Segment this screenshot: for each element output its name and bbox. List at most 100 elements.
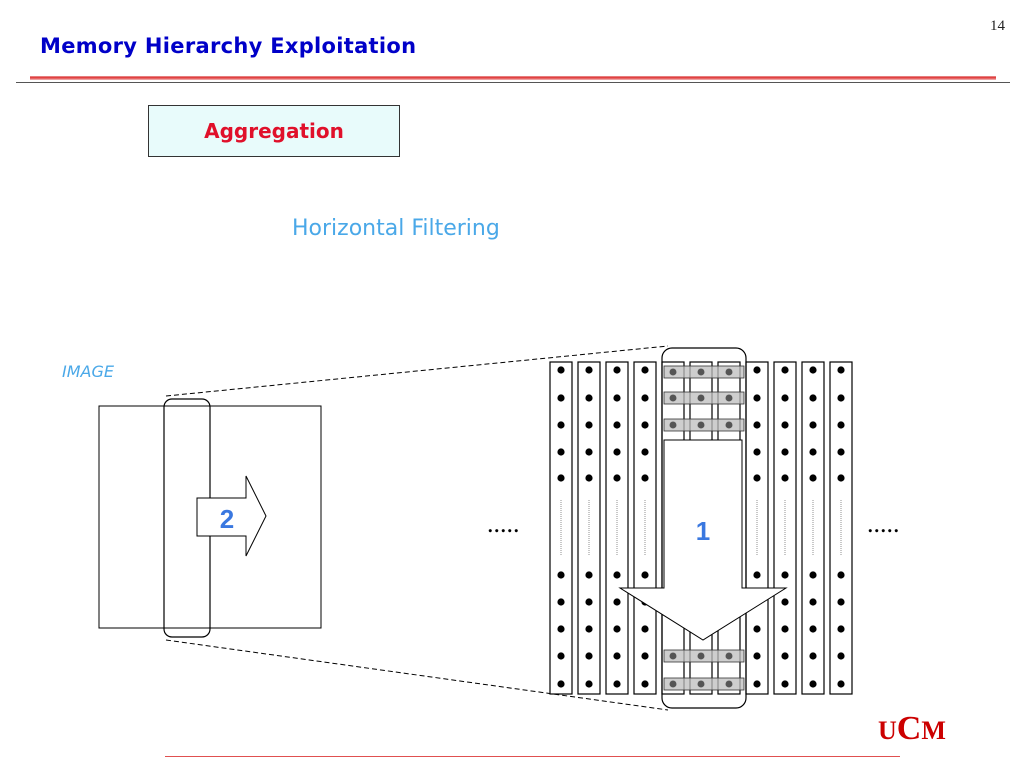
logo-letter-m: M xyxy=(921,716,946,745)
pixel-dot xyxy=(585,421,593,429)
ucm-logo: UCM xyxy=(878,710,946,748)
pixel-dot xyxy=(809,680,817,688)
pixel-dot xyxy=(753,394,761,402)
pixel-dot xyxy=(613,394,621,402)
pixel-dot xyxy=(781,421,789,429)
pixel-dot xyxy=(781,394,789,402)
pixel-dot xyxy=(781,366,789,374)
title-underline-red xyxy=(30,76,996,80)
pixel-dot xyxy=(837,394,845,402)
pixel-dot-selected xyxy=(725,394,733,402)
pixel-dot xyxy=(557,652,565,660)
image-label: IMAGE xyxy=(62,362,114,381)
pixel-dot xyxy=(613,474,621,482)
title-underline-dark xyxy=(16,82,1010,83)
pixel-dot xyxy=(557,421,565,429)
pixel-dot xyxy=(809,448,817,456)
pixel-dot xyxy=(809,571,817,579)
pixel-dot xyxy=(585,625,593,633)
pixel-dot xyxy=(557,366,565,374)
pixel-dot xyxy=(781,680,789,688)
pixel-dot xyxy=(781,448,789,456)
pixel-dot xyxy=(753,421,761,429)
selection-frame xyxy=(661,347,747,709)
pixel-dot xyxy=(613,366,621,374)
pixel-dot xyxy=(557,625,565,633)
pixel-dot-selected xyxy=(725,652,733,660)
pixel-dot xyxy=(837,625,845,633)
pixel-dot xyxy=(641,366,649,374)
pixel-dot xyxy=(641,571,649,579)
pixel-dot xyxy=(837,680,845,688)
pixel-dot-selected xyxy=(725,368,733,376)
pixel-dot xyxy=(641,448,649,456)
pixel-dot xyxy=(837,474,845,482)
pixel-dot xyxy=(585,598,593,606)
pixel-dot xyxy=(557,598,565,606)
pixel-dot-selected xyxy=(669,421,677,429)
pixel-dot xyxy=(613,680,621,688)
pixel-dot xyxy=(557,680,565,688)
down-arrow-number: 1 xyxy=(696,516,710,546)
pixel-dot xyxy=(809,625,817,633)
pixel-dot xyxy=(753,448,761,456)
pixel-dot xyxy=(781,652,789,660)
right-arrow-shape xyxy=(196,475,267,557)
pixel-dot xyxy=(641,652,649,660)
projection-line-top xyxy=(165,345,669,397)
pixel-dot-selected xyxy=(669,368,677,376)
ellipsis-left: ..... xyxy=(487,509,520,538)
pixel-dot xyxy=(585,366,593,374)
pixel-dot xyxy=(585,680,593,688)
pixel-dot xyxy=(753,474,761,482)
ellipsis-right: ..... xyxy=(867,509,900,538)
horizontal-filtering-subtitle: Horizontal Filtering xyxy=(292,216,500,241)
pixel-dot-selected xyxy=(697,652,705,660)
pixel-dot xyxy=(585,474,593,482)
pixel-dot xyxy=(585,652,593,660)
pixel-dot xyxy=(585,394,593,402)
pixel-dot xyxy=(781,625,789,633)
pixel-dot xyxy=(753,625,761,633)
slide-title: Memory Hierarchy Exploitation xyxy=(40,34,417,58)
pixel-dot xyxy=(753,680,761,688)
pixel-dot-selected xyxy=(725,680,733,688)
pixel-dot-selected xyxy=(697,394,705,402)
pixel-dot xyxy=(557,474,565,482)
pixel-dot xyxy=(613,571,621,579)
logo-letter-u: U xyxy=(878,716,897,745)
pixel-dot xyxy=(753,366,761,374)
down-arrow-shape xyxy=(618,439,788,641)
pixel-dot xyxy=(613,598,621,606)
pixel-dot xyxy=(809,421,817,429)
pixel-dot xyxy=(753,571,761,579)
aggregation-label: Aggregation xyxy=(204,119,344,143)
pixel-dot xyxy=(613,625,621,633)
pixel-dot xyxy=(837,366,845,374)
pixel-dot xyxy=(809,598,817,606)
pixel-dot xyxy=(641,421,649,429)
pixel-dot-selected xyxy=(697,680,705,688)
pixel-dot xyxy=(837,652,845,660)
pixel-dot xyxy=(781,598,789,606)
pixel-dot-selected xyxy=(697,421,705,429)
pixel-dot xyxy=(557,571,565,579)
pixel-dot xyxy=(837,421,845,429)
pixel-dot xyxy=(809,394,817,402)
pixel-dot-selected xyxy=(669,394,677,402)
pixel-dot-selected xyxy=(697,368,705,376)
pixel-dot xyxy=(557,394,565,402)
pixel-dot xyxy=(753,652,761,660)
pixel-dot xyxy=(613,652,621,660)
bottom-rule xyxy=(165,756,900,757)
pixel-dot xyxy=(809,474,817,482)
pixel-dot xyxy=(781,474,789,482)
pixel-dot xyxy=(837,571,845,579)
pixel-dot xyxy=(641,474,649,482)
pixel-dot xyxy=(613,448,621,456)
aggregation-label-box: Aggregation xyxy=(148,105,400,157)
pixel-dot xyxy=(809,652,817,660)
projection-line-bottom xyxy=(165,639,669,711)
page-number: 14 xyxy=(990,18,1005,34)
